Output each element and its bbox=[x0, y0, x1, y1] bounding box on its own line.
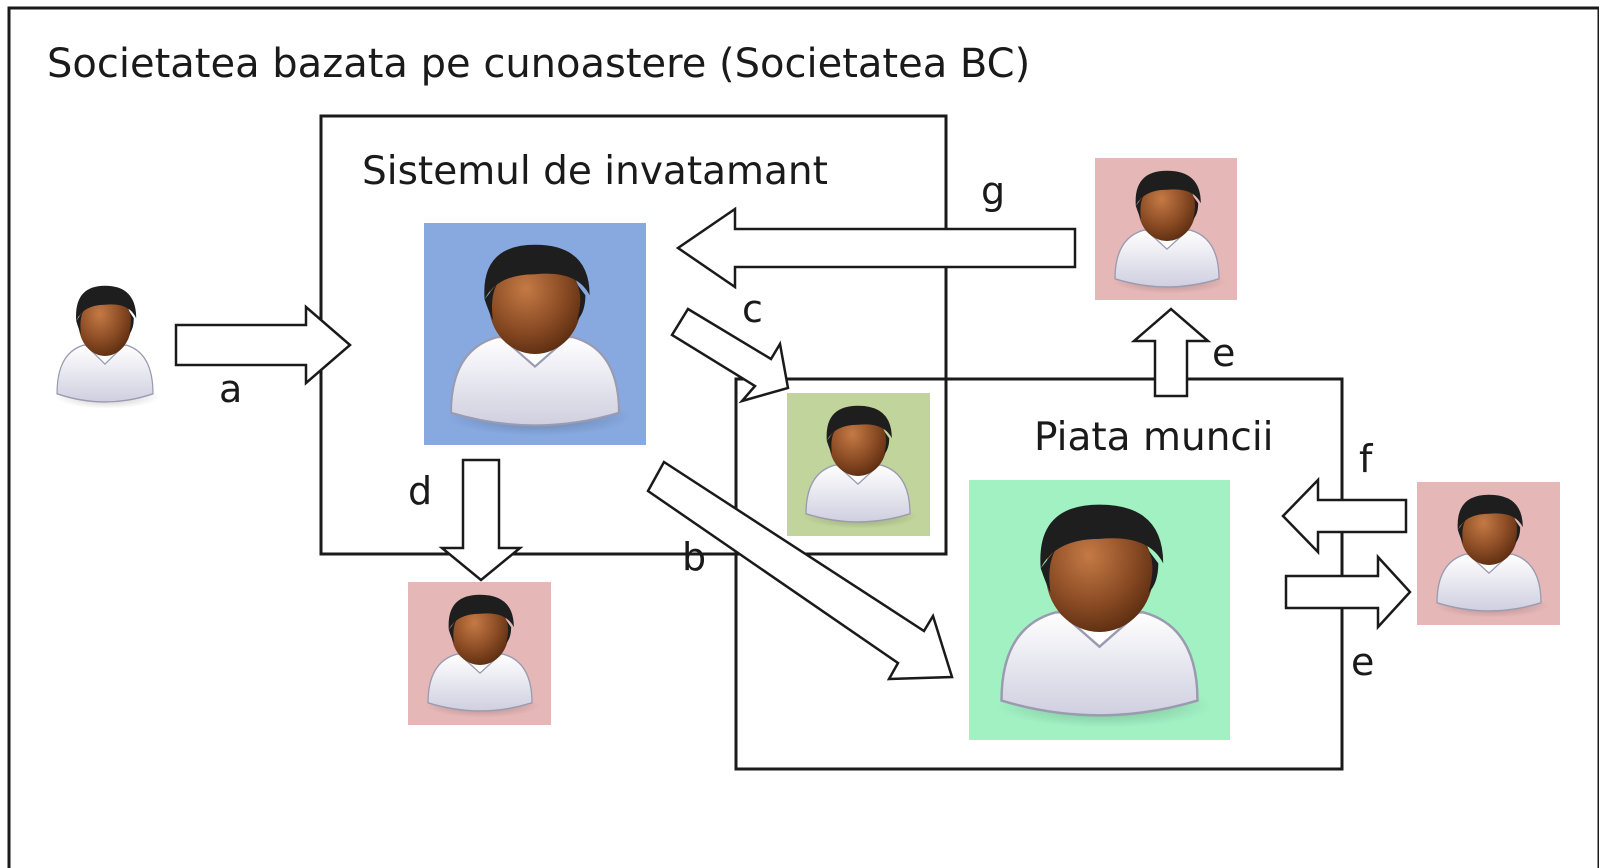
arrow-label-e-right: e bbox=[1351, 640, 1375, 684]
person-icon bbox=[408, 582, 551, 725]
person-icon bbox=[787, 393, 930, 536]
arrow-g bbox=[675, 206, 1077, 290]
arrow-a bbox=[174, 304, 352, 386]
arrow-c bbox=[670, 307, 790, 404]
arrow-label-a: a bbox=[219, 367, 243, 411]
arrow-e-right bbox=[1284, 553, 1412, 631]
arrow-label-c: c bbox=[742, 287, 763, 331]
labor-market-box bbox=[734, 377, 1344, 771]
arrow-f bbox=[1281, 476, 1408, 556]
person-icon bbox=[1095, 158, 1237, 300]
person-icon bbox=[1417, 482, 1560, 625]
arrow-label-e-top: e bbox=[1212, 331, 1236, 375]
arrow-label-b: b bbox=[682, 535, 707, 579]
arrow-e-up bbox=[1130, 307, 1212, 398]
outer-frame bbox=[7, 6, 1599, 868]
arrow-label-f: f bbox=[1359, 437, 1373, 481]
arrow-d bbox=[438, 458, 524, 582]
education-system-label: Sistemul de invatamant bbox=[362, 149, 828, 194]
arrow-label-d: d bbox=[408, 469, 433, 513]
diagram-title: Societatea bazata pe cunoastere (Societa… bbox=[47, 41, 1031, 87]
arrow-b bbox=[646, 460, 954, 681]
person-icon bbox=[424, 223, 646, 445]
person-icon bbox=[969, 480, 1230, 740]
arrow-label-g: g bbox=[981, 169, 1006, 213]
person-icon bbox=[53, 285, 161, 410]
labor-market-label: Piata muncii bbox=[1034, 415, 1274, 460]
